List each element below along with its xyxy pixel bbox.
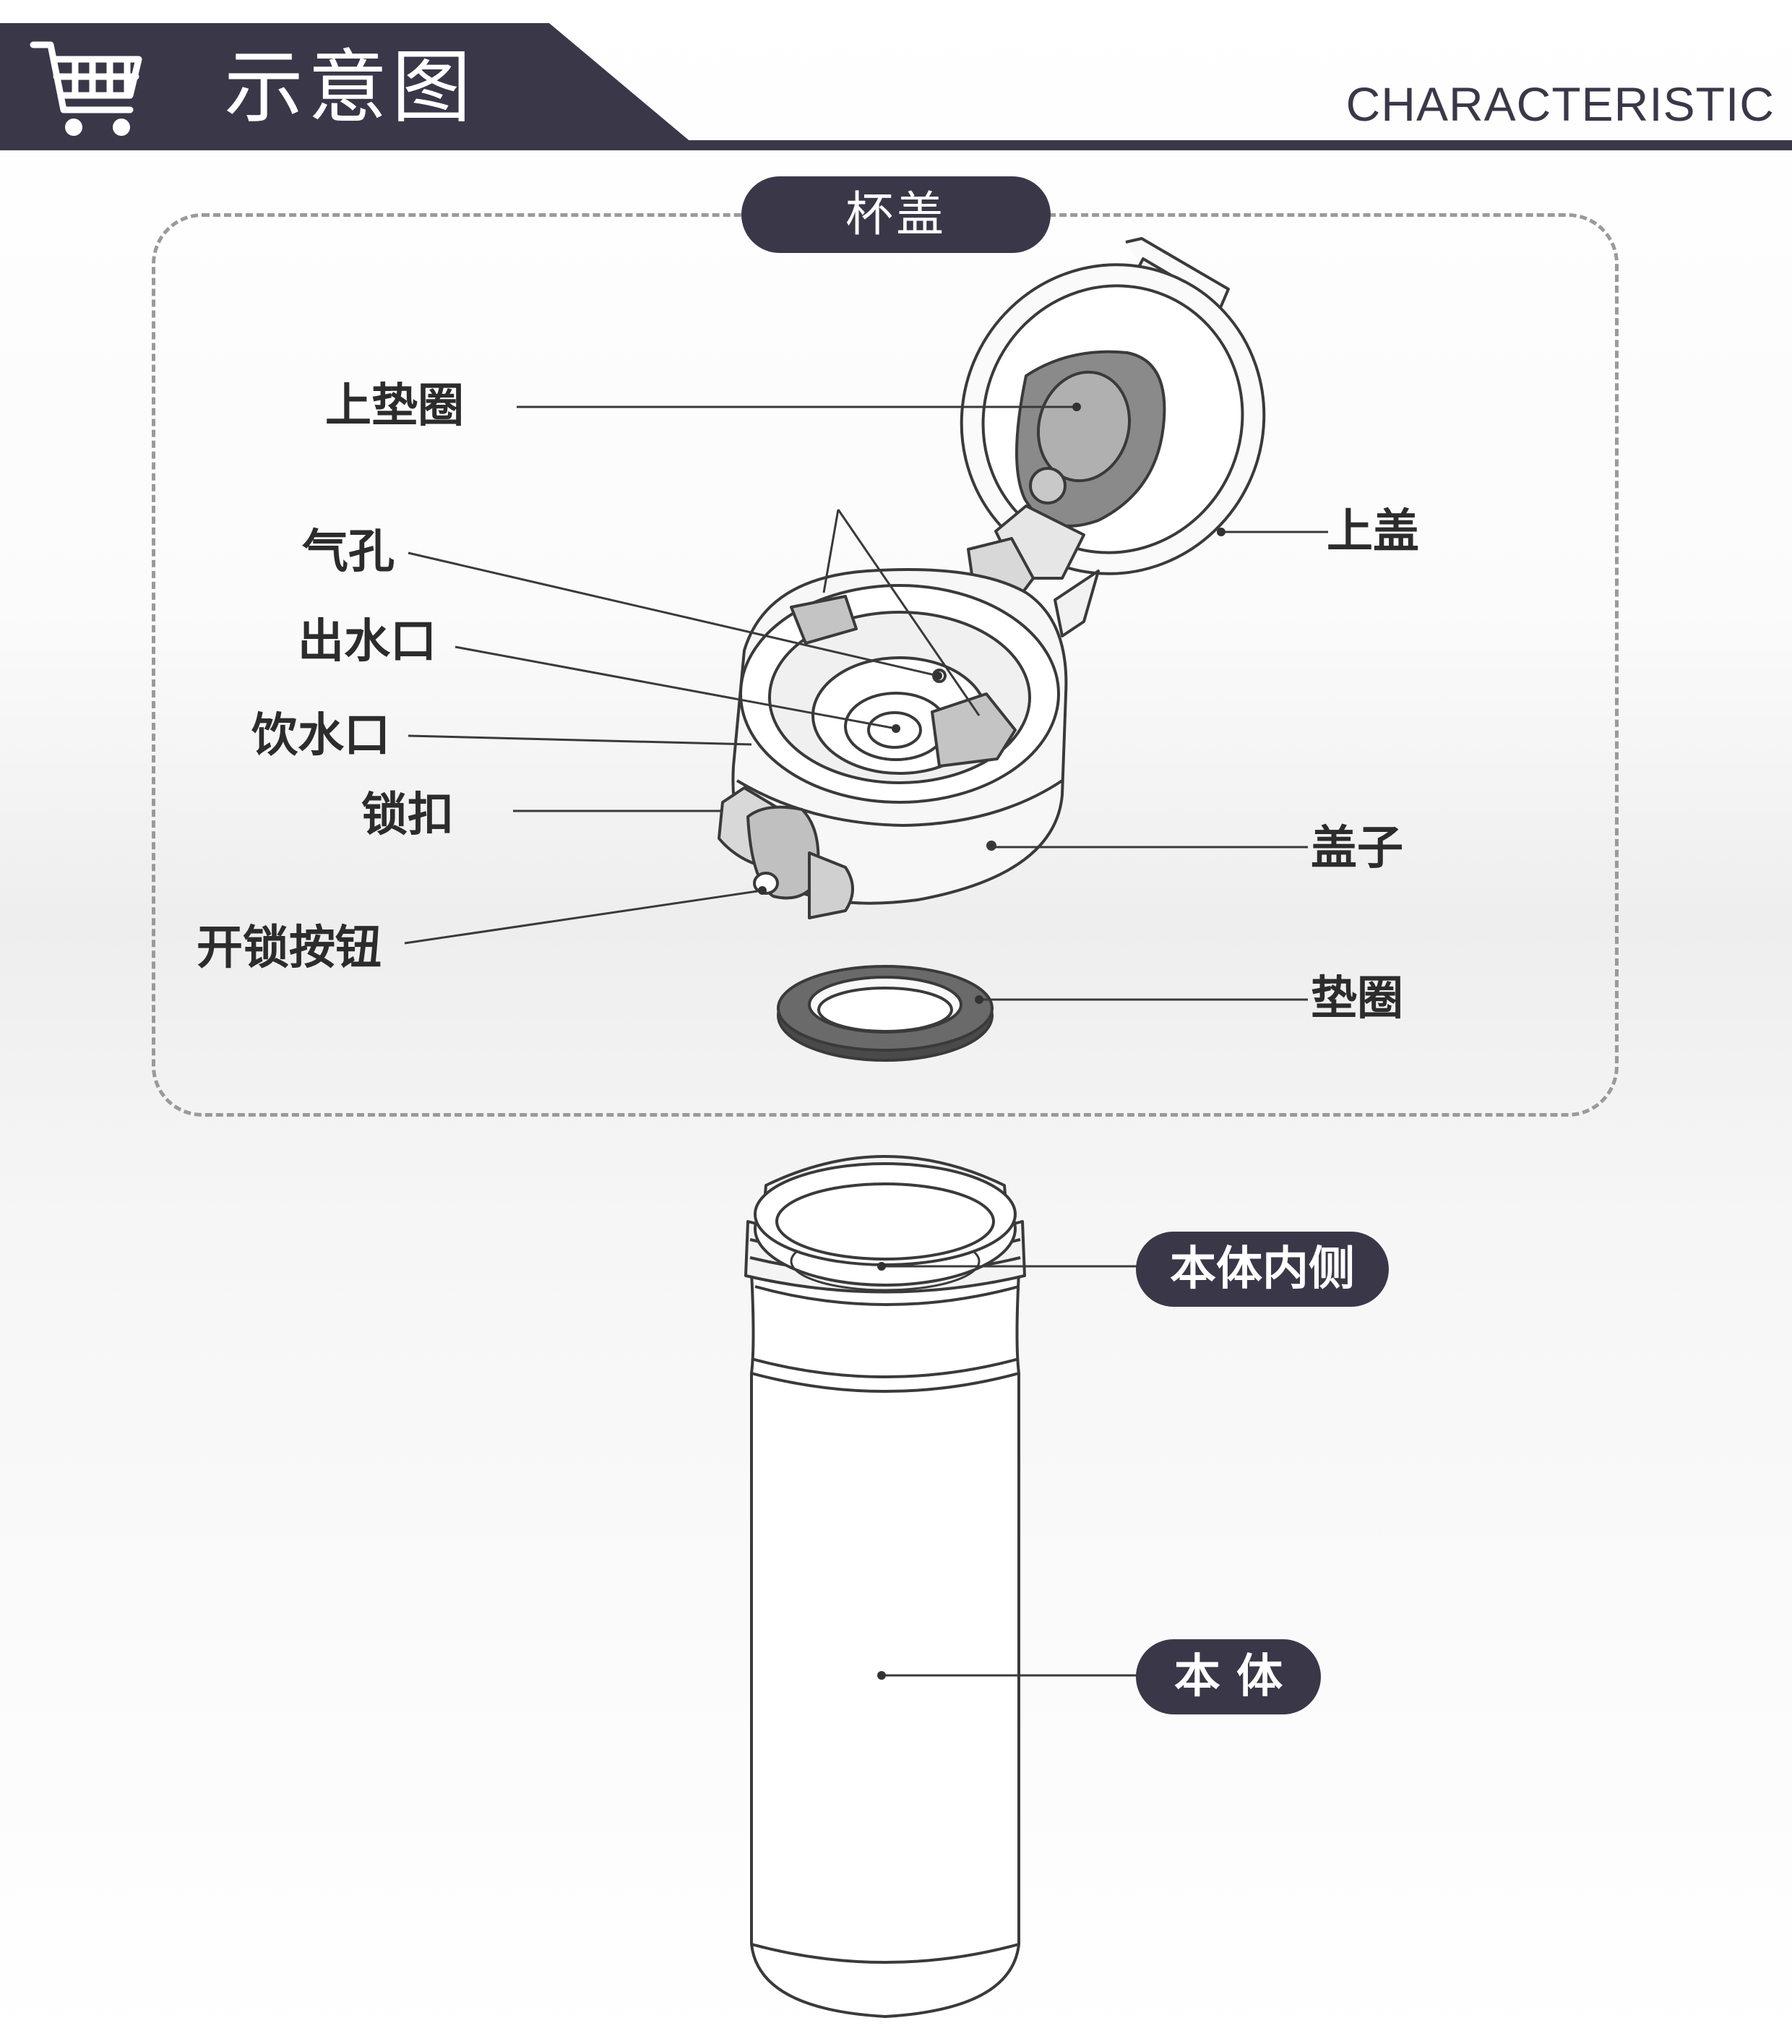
gasket-illustration (777, 965, 994, 1062)
header-rule (0, 140, 1792, 150)
label-upper-gasket: 上垫圈 (325, 379, 464, 433)
bottle-body-illustration (744, 1155, 1026, 2018)
page-subtitle: CHARACTERISTIC (1345, 77, 1775, 131)
shopping-cart-icon (30, 41, 142, 136)
label-lock-clasp: 锁扣 (361, 789, 454, 842)
lock-illustration (718, 786, 854, 919)
label-body-inner: 本体内侧 (1136, 1232, 1389, 1307)
label-drinking-spout: 饮水口 (251, 709, 390, 763)
label-body: 本 体 (1136, 1639, 1321, 1714)
label-unlock-button: 开锁按钮 (197, 922, 382, 975)
label-upper-lid: 上盖 (1327, 505, 1419, 559)
cap-illustration (731, 568, 1068, 905)
label-water-outlet: 出水口 (298, 615, 436, 669)
label-air-hole: 气孔 (302, 525, 395, 579)
upper-lid-illustration (960, 237, 1266, 637)
lid-section-title: 杯盖 (741, 176, 1051, 253)
label-cap: 盖子 (1311, 822, 1403, 875)
page-title: 示意图 (224, 41, 475, 134)
label-gasket: 垫圈 (1311, 972, 1403, 1026)
